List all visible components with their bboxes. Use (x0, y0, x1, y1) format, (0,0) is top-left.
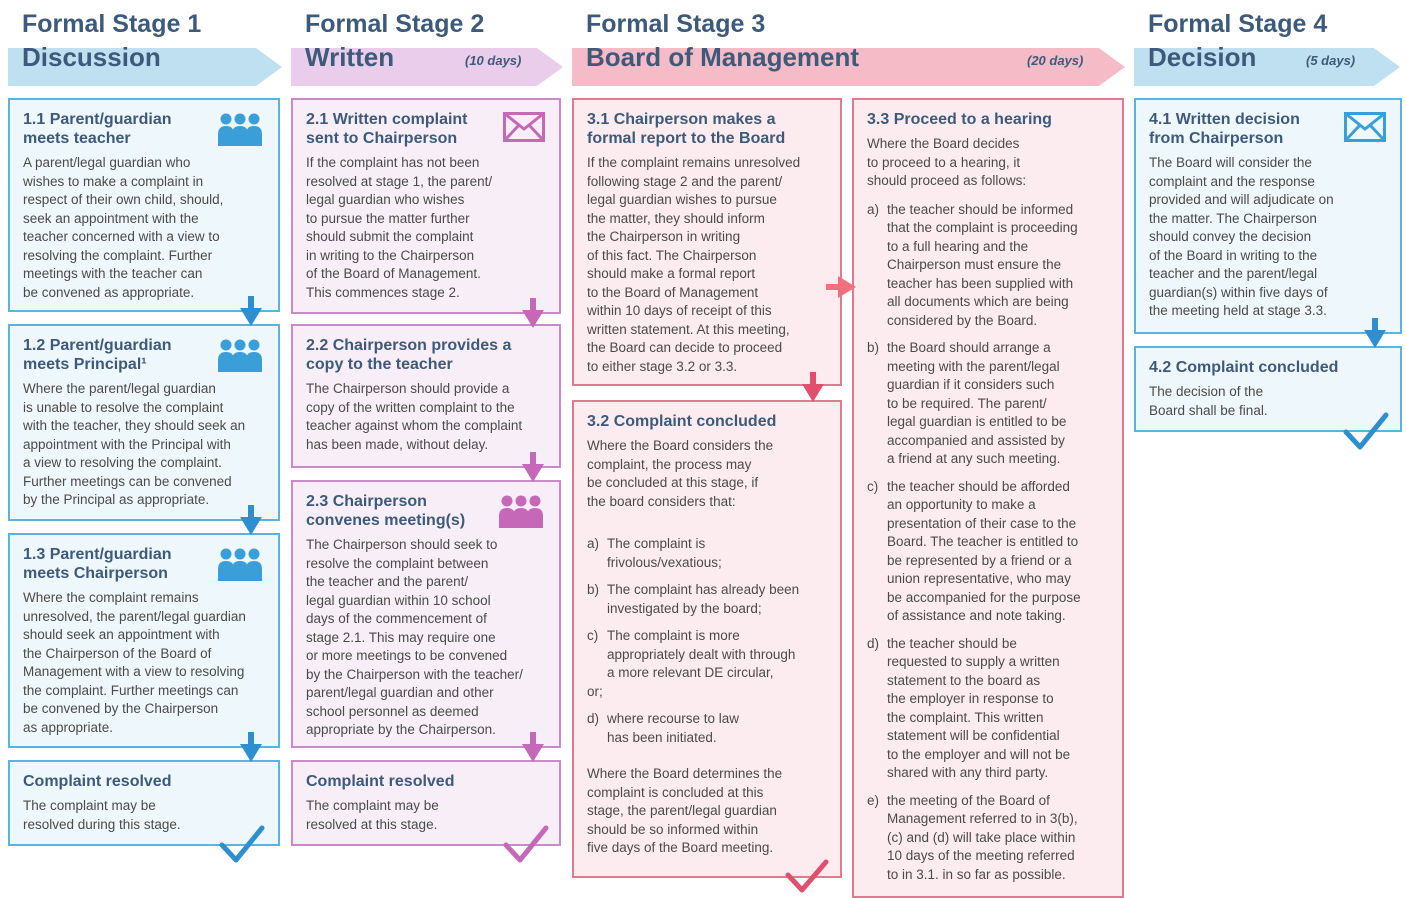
step-text: If the complaint remains unresolved foll… (587, 155, 801, 374)
step-title: 3.2 Complaint concluded (587, 413, 777, 430)
stage-2-resolved: Complaint resolved The complaint may be … (291, 760, 561, 846)
step-text: The Board will consider the complaint an… (1149, 155, 1334, 318)
list-item: c) The complaint is more appropriately de… (587, 627, 828, 683)
step-title: 2.1 Written complaint sent to Chairperso… (306, 111, 468, 147)
stage-1-resolved: Complaint resolved The complaint may be … (8, 760, 280, 846)
stage-name: Discussion (22, 42, 161, 72)
hearing-steps: a) the teacher should be informed that th… (867, 201, 1110, 885)
stage-2-header: Formal Stage 2 Written (10 days) (291, 0, 563, 86)
item-marker: e) (867, 792, 880, 808)
people-icon (218, 339, 262, 372)
envelope-icon (503, 112, 545, 142)
item-text: where recourse to law has been initiated… (607, 711, 740, 745)
step-title: 1.2 Parent/guardian meets Principal¹ (23, 337, 172, 373)
stage-name: Decision (1148, 42, 1257, 72)
step-2-3: 2.3 Chairperson convenes meeting(s) The … (291, 480, 561, 748)
step-text: Where the parent/legal guardian is unabl… (23, 381, 246, 507)
list-item: e) the meeting of the Board of Management… (867, 792, 1110, 885)
item-marker: d) (867, 635, 880, 651)
step-3-1: 3.1 Chairperson makes a formal report to… (572, 98, 842, 386)
stage-arrow (8, 48, 282, 86)
stage-title: Formal Stage 1 (22, 10, 202, 38)
step-text: The decision of the Board shall be final… (1149, 384, 1268, 418)
stage-title: Formal Stage 3 (586, 10, 766, 38)
stage-name: Written (305, 42, 395, 72)
stage-arrow (1134, 48, 1400, 86)
list-item: d) the teacher should be requested to sup… (867, 635, 1110, 783)
step-1-3: 1.3 Parent/guardian meets Chairperson Wh… (8, 533, 280, 748)
step-text: If the complaint has not been resolved a… (306, 155, 493, 300)
people-icon (218, 113, 262, 146)
step-3-3: 3.3 Proceed to a hearing Where the Board… (852, 98, 1124, 898)
item-text: the teacher should be requested to suppl… (887, 635, 1071, 781)
list-item: a) the teacher should be informed that th… (867, 201, 1110, 331)
stage-arrow (291, 48, 563, 86)
step-text: The Chairperson should seek to resolve t… (306, 537, 523, 737)
stage-title: Formal Stage 2 (305, 10, 485, 38)
step-title: Complaint resolved (23, 773, 172, 790)
list-item: c) the teacher should be afforded an oppo… (867, 478, 1110, 626)
list-item: b) The complaint has already been investi… (587, 581, 828, 618)
step-text: The Chairperson should provide a copy of… (306, 381, 523, 452)
step-title: Complaint resolved (306, 773, 455, 790)
list-item: a) The complaint is frivolous/vexatious; (587, 535, 828, 572)
item-text: The complaint is frivolous/vexatious; (607, 536, 722, 570)
step-title: 2.3 Chairperson convenes meeting(s) (306, 493, 466, 529)
step-4-2: 4.2 Complaint concluded The decision of … (1134, 346, 1402, 432)
step-title: 1.3 Parent/guardian meets Chairperson (23, 546, 172, 582)
item-marker: a) (587, 536, 600, 551)
stage-3-header: Formal Stage 3 Board of Management (20 d… (572, 0, 1125, 86)
stage-duration: (20 days) (1027, 53, 1084, 68)
item-text: The complaint is more appropriately deal… (607, 628, 796, 680)
item-marker: a) (867, 201, 880, 217)
step-title: 3.3 Proceed to a hearing (867, 111, 1052, 128)
stage-title: Formal Stage 4 (1148, 10, 1328, 38)
item-text: the meeting of the Board of Management r… (887, 792, 1078, 882)
step-title: 2.2 Chairperson provides a copy to the t… (306, 337, 512, 373)
item-marker: d) (587, 711, 600, 726)
step-title: 4.1 Written decision from Chairperson (1149, 111, 1300, 147)
step-text: A parent/legal guardian who wishes to ma… (23, 155, 224, 300)
stage-name: Board of Management (586, 42, 860, 72)
item-marker: b) (587, 582, 600, 597)
item-text: the Board should arrange a meeting with … (887, 340, 1067, 466)
stage-duration: (10 days) (465, 53, 522, 68)
envelope-icon (1344, 112, 1386, 142)
stage-arrow (572, 48, 1125, 86)
step-text: Where the complaint remains unresolved, … (23, 590, 246, 735)
item-text: the teacher should be afforded an opport… (887, 478, 1081, 624)
stage-1-header: Formal Stage 1 Discussion (8, 0, 282, 86)
item-marker: c) (587, 628, 599, 643)
step-2-2: 2.2 Chairperson provides a copy to the t… (291, 324, 561, 468)
step-text: Where the Board decides to proceed to a … (867, 136, 1027, 188)
list-or: or; (587, 683, 603, 699)
step-title: 4.2 Complaint concluded (1149, 359, 1339, 376)
people-icon (499, 495, 543, 528)
step-1-1: 1.1 Parent/guardian meets teacher A pare… (8, 98, 280, 312)
step-4-1: 4.1 Written decision from Chairperson Th… (1134, 98, 1402, 334)
step-3-2: 3.2 Complaint concluded Where the Board … (572, 400, 842, 878)
item-marker: c) (867, 478, 879, 494)
list-item: d) where recourse to law has been initiat… (587, 710, 828, 747)
criteria-list: a)The complaint is frivolous/vexatious; … (587, 535, 828, 683)
people-icon (218, 548, 262, 581)
stage-duration: (5 days) (1306, 53, 1356, 68)
step-text: Where the Board considers the complaint,… (587, 438, 774, 509)
item-text: the teacher should be informed that the … (887, 201, 1078, 328)
item-marker: b) (867, 340, 880, 355)
step-title: 3.1 Chairperson makes a formal report to… (587, 111, 786, 147)
step-text: The complaint may be resolved during thi… (23, 798, 181, 832)
criteria-list-2: d) where recourse to law has been initiat… (587, 710, 828, 747)
step-1-2: 1.2 Parent/guardian meets Principal¹ Whe… (8, 324, 280, 521)
stage-4-header: Formal Stage 4 Decision (5 days) (1134, 0, 1400, 86)
item-text: The complaint has already been investiga… (607, 582, 800, 616)
step-text: The complaint may be resolved at this st… (306, 798, 439, 832)
step-conclusion: Where the Board determines the complaint… (587, 766, 783, 855)
step-title: 1.1 Parent/guardian meets teacher (23, 111, 172, 147)
list-item: b) the Board should arrange a meeting wit… (867, 339, 1110, 469)
step-2-1: 2.1 Written complaint sent to Chairperso… (291, 98, 561, 314)
